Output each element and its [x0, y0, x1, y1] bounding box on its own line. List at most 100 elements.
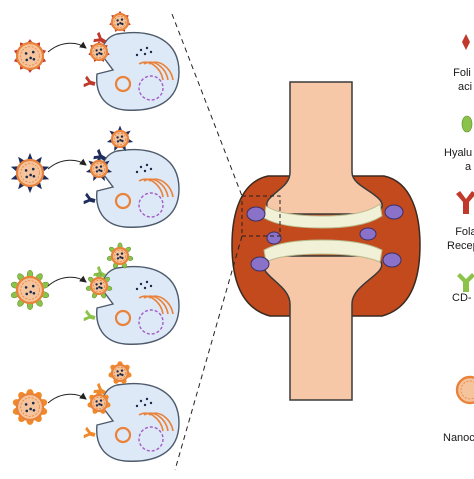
nanoparticle-inner-ring: [113, 15, 127, 29]
released-drug-dot: [135, 53, 139, 57]
receptor: [93, 148, 106, 161]
upper-cartilage: [263, 203, 383, 229]
golgi-stripe: [143, 178, 169, 198]
hyaluronic-ligand: [103, 160, 110, 166]
upper-bone: [266, 81, 383, 215]
released-drug-dot: [143, 403, 147, 407]
released-drug-dot: [145, 280, 149, 284]
mechanism-row: [10, 242, 180, 345]
legend-label-line: Hyalu: [444, 147, 473, 159]
joint-cell: [359, 227, 377, 241]
orange-ligand: [26, 420, 34, 425]
zoom-box: [241, 195, 281, 237]
nanoparticle-inner-ring: [113, 366, 127, 380]
hyaluronic-ligand: [27, 152, 33, 160]
golgi-stripe: [138, 178, 164, 198]
golgi-stripe: [138, 412, 164, 432]
joint-illustration: [231, 81, 421, 401]
nanoparticle: [87, 391, 111, 414]
drug-dot: [29, 290, 32, 294]
golgi-stripe: [148, 412, 174, 432]
drug-dot: [116, 370, 119, 373]
drug-dot: [31, 284, 35, 288]
golgi-stripe: [138, 61, 164, 81]
drug-dot: [32, 291, 36, 295]
nanoparticle-inner-ring: [92, 396, 106, 410]
drug-dot: [32, 174, 36, 178]
released-drug-dot: [139, 165, 143, 169]
drug-dot: [116, 136, 119, 139]
vesicle: [138, 309, 164, 335]
vesicle: [138, 192, 164, 218]
drug-dot: [119, 139, 122, 142]
drug-dot: [24, 52, 28, 55]
drug-dot: [29, 407, 32, 411]
nanoparticle-inner-ring: [113, 249, 127, 263]
drug-dot: [121, 373, 124, 377]
drug-dot: [31, 401, 35, 405]
released-drug-dot: [139, 282, 143, 286]
legend-label-line: Recep: [447, 240, 474, 252]
legend-label-nanocarrier: Nanoc: [443, 431, 474, 445]
uptake-arrow: [47, 275, 87, 287]
drug-dot: [24, 403, 28, 406]
joint-cell: [382, 252, 402, 268]
drug-dot: [121, 139, 124, 143]
drug-dot: [31, 167, 35, 171]
released-drug-dot: [135, 287, 139, 291]
drug-dot: [98, 169, 101, 172]
drug-dot: [119, 256, 122, 259]
nanoparticle: [106, 125, 134, 152]
nanoparticle-inner-ring: [20, 46, 40, 66]
cd44-receptor-icon: [457, 273, 474, 292]
nanoparticle-inner-ring: [20, 280, 40, 300]
legend-label-line: Nanoc: [443, 432, 474, 444]
vesicle: [138, 75, 164, 101]
drug-dot: [116, 253, 119, 256]
receptor: [83, 192, 96, 205]
released-drug-dot: [135, 170, 139, 174]
released-drug-dot: [143, 286, 147, 290]
drug-dot: [24, 286, 28, 289]
hyaluronic-ligand: [18, 181, 25, 190]
golgi-stripe: [148, 61, 174, 81]
lower-bone: [263, 255, 383, 401]
legend-label-line: Foli: [453, 67, 471, 79]
nanoparticle: [10, 152, 50, 194]
drug-dot: [120, 369, 124, 372]
folate-receptor-icon: [456, 191, 474, 214]
endosome: [114, 75, 132, 93]
drug-dot: [119, 22, 122, 25]
drug-dot: [116, 23, 120, 26]
receptor: [83, 426, 96, 439]
legend-label-line: CD-: [452, 292, 472, 304]
nanoparticle-inner-ring: [92, 162, 106, 176]
drug-dot: [120, 18, 124, 21]
hyaluronic-ligand: [35, 156, 42, 165]
drug-dot: [95, 283, 98, 286]
drug-dot: [99, 48, 103, 51]
drug-dot: [116, 140, 120, 143]
legend-label-folic-acid: Foli aci: [452, 66, 472, 94]
uptake-arrow: [47, 158, 87, 170]
joint-cell: [384, 204, 404, 220]
released-drug-dot: [149, 167, 153, 171]
nanocarrier-icon-inner: [460, 380, 474, 400]
released-drug-dot: [135, 404, 139, 408]
drug-dot: [100, 169, 103, 173]
drug-dot: [95, 170, 99, 173]
nanoparticle-inner-ring: [20, 163, 40, 183]
drug-dot: [120, 252, 124, 255]
drug-dot: [116, 19, 119, 22]
legend-label-folate-receptor: Fola Recep: [447, 225, 474, 253]
drug-dot: [98, 403, 101, 406]
drug-dot: [100, 52, 103, 56]
legend-label-cd44: CD-: [452, 291, 472, 305]
drug-dot: [99, 282, 103, 285]
hyaluronic-acid-icon: [461, 115, 473, 133]
released-drug-dot: [139, 48, 143, 52]
receptor: [83, 309, 96, 322]
drug-dot: [99, 399, 103, 402]
zoom-line-top: [171, 13, 243, 197]
